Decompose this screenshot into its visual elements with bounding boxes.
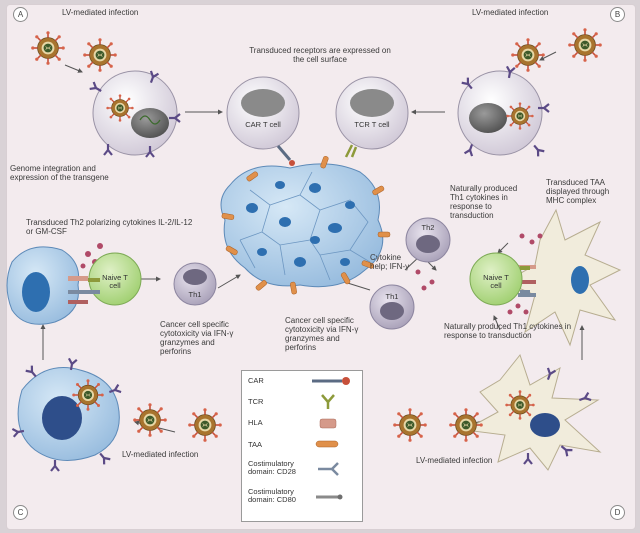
legend-label-cd28: Costimulatory domain: CD28 — [248, 459, 296, 476]
label-lv-infection-a: LV-mediated infection — [62, 8, 139, 17]
infected-cell-a — [88, 69, 182, 159]
infected-apc-c — [11, 357, 123, 473]
naive-t-cell-left-label: Naive T cell — [102, 273, 128, 290]
label-natural-th1-top: Naturally produced Th1 cytokines in resp… — [450, 184, 518, 220]
corner-badge-d: D — [610, 505, 625, 520]
corner-badge-b: B — [610, 7, 625, 22]
naive-t-cell-right — [469, 252, 530, 306]
legend-box: CAR TCR HLA TAA Costimulatory domain: CD… — [241, 370, 363, 522]
naive-t-cell-left — [88, 252, 142, 306]
legend-label-tcr: TCR — [248, 397, 264, 406]
label-receptors-expressed: Transduced receptors are expressed on th… — [249, 46, 391, 64]
cytokine-dots-right — [507, 233, 543, 315]
label-lv-infection-b: LV-mediated infection — [472, 8, 549, 17]
taa-icon — [315, 440, 339, 448]
label-lv-infection-c: LV-mediated infection — [122, 450, 199, 459]
car-t-cell — [226, 76, 300, 166]
label-cytokine-help: Cytokine help; IFN-γ — [370, 253, 410, 271]
infected-cell-b — [457, 65, 551, 158]
naive-t-cell-right-label: Naive T cell — [483, 273, 509, 290]
label-taa-mhc: Transduced TAA displayed through MHC com… — [546, 178, 610, 205]
corner-badge-c: C — [13, 505, 28, 520]
corner-badge-a: A — [13, 7, 28, 22]
cd28-icon — [318, 462, 339, 476]
car-icon — [312, 377, 350, 385]
apc-cell-left — [6, 246, 88, 325]
tcr-icon — [321, 394, 335, 409]
legend-label-car: CAR — [248, 376, 264, 385]
tumor-mass — [220, 155, 391, 295]
viruses-a — [30, 30, 118, 73]
tcr-t-cell-label: TCR T cell — [354, 120, 390, 129]
label-cytotoxicity-left: Cancer cell specific cytotoxicity via IF… — [160, 320, 234, 356]
th1-left-label: Th1 — [188, 290, 202, 299]
tcr-t-cell — [335, 76, 409, 158]
viruses-b — [510, 27, 603, 73]
infected-dendritic-d — [463, 353, 602, 471]
cytokine-dots-mid — [415, 269, 435, 291]
hla-icon — [319, 418, 337, 429]
legend-icons — [312, 377, 350, 500]
th2-cell — [405, 217, 451, 263]
legend-label-hla: HLA — [248, 418, 263, 427]
th1-right-cell — [369, 284, 415, 330]
th1-right-label: Th1 — [385, 292, 399, 301]
label-cytotoxicity-mid: Cancer cell specific cytotoxicity via IF… — [285, 316, 359, 352]
legend-label-cd80: Costimulatory domain: CD80 — [248, 487, 296, 504]
label-natural-th1-bottom: Naturally produced Th1 cytokines in resp… — [444, 322, 572, 340]
legend-label-taa: TAA — [248, 440, 263, 449]
th1-left-cell — [173, 262, 217, 306]
label-genome-integration: Genome integration and expression of the… — [10, 164, 109, 182]
cd80-icon — [316, 494, 343, 500]
car-t-cell-label: CAR T cell — [245, 120, 281, 129]
label-th2-cytokines: Transduced Th2 polarizing cytokines IL-2… — [26, 218, 193, 236]
viruses-d — [392, 407, 484, 443]
viruses-c — [132, 402, 223, 443]
label-lv-infection-d: LV-mediated infection — [416, 456, 493, 465]
th2-label: Th2 — [421, 223, 435, 232]
